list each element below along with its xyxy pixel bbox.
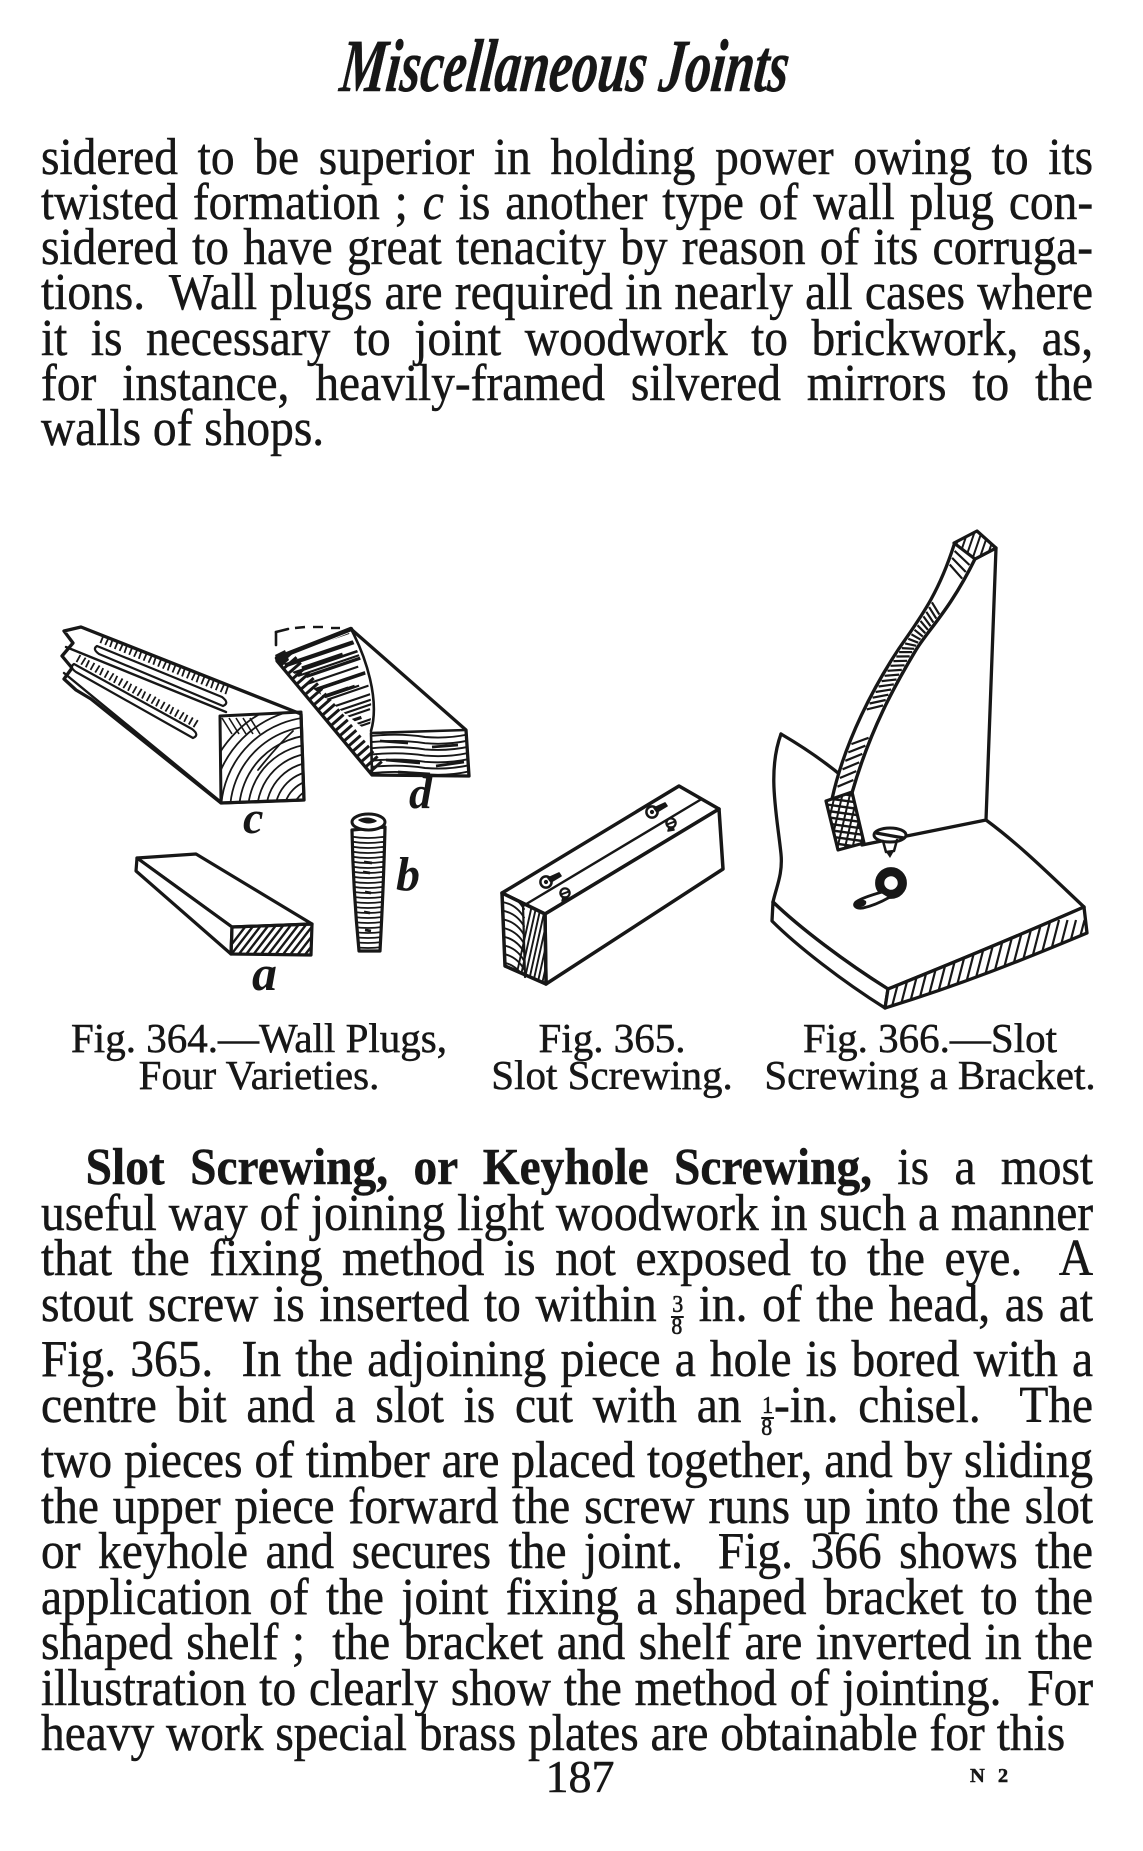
- svg-text:b: b: [396, 848, 420, 901]
- svg-text:a: a: [252, 945, 277, 1001]
- svg-text:c: c: [243, 792, 263, 843]
- svg-text:d: d: [409, 767, 433, 818]
